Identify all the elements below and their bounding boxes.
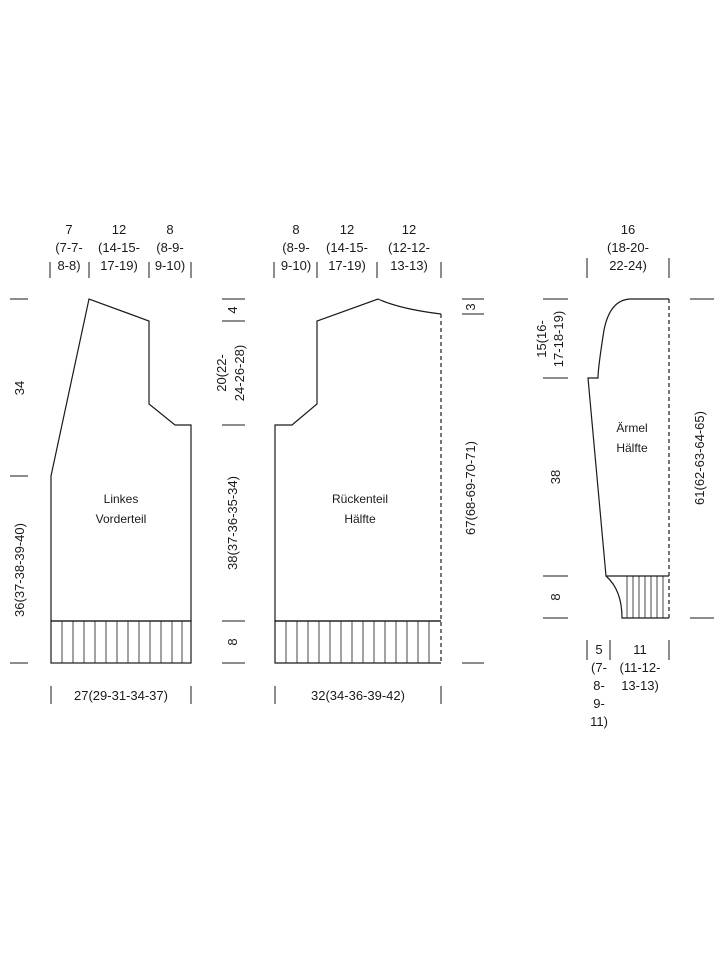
front-dim-left-lower: 36(37-38-39-40) bbox=[12, 523, 27, 617]
front-top-left-l1: 7 bbox=[65, 222, 72, 237]
back-top-mid-l1: 12 bbox=[340, 222, 354, 237]
sleeve-dim-cap-l1: 15(16- bbox=[534, 320, 549, 358]
back-dim-armhole-l2: 24-26-28) bbox=[232, 345, 247, 401]
back-dim-right-total: 67(68-69-70-71) bbox=[463, 441, 478, 535]
back-top-left-l2: (8-9- bbox=[282, 240, 309, 255]
back-piece: 8 (8-9- 9-10) 12 (14-15- 17-19) 12 (12-1… bbox=[273, 222, 484, 704]
sleeve-dim-total: 61(62-63-64-65) bbox=[692, 411, 707, 505]
back-outline bbox=[274, 298, 442, 622]
back-top-right-l3: 13-13) bbox=[390, 258, 428, 273]
sleeve-bottom-right-l1: 11 bbox=[633, 642, 647, 657]
front-label-l2: Vorderteil bbox=[96, 512, 147, 526]
back-label-l1: Rückenteil bbox=[332, 492, 388, 506]
front-top-mid-l3: 17-19) bbox=[100, 258, 138, 273]
back-top-right-l1: 12 bbox=[402, 222, 416, 237]
front-top-left-l2: (7-7- bbox=[55, 240, 82, 255]
front-top-right-l1: 8 bbox=[166, 222, 173, 237]
front-dim-left-upper: 34 bbox=[12, 381, 27, 395]
sleeve-cuff bbox=[605, 575, 669, 619]
sleeve-dim-rib: 8 bbox=[548, 593, 563, 600]
sleeve-bottom-right-l2: (11-12- bbox=[620, 660, 661, 675]
sleeve-outline bbox=[587, 298, 669, 577]
sleeve-bottom-right-l3: 13-13) bbox=[621, 678, 659, 693]
sleeve-top-l2: (18-20- bbox=[607, 240, 649, 255]
front-label-l1: Linkes bbox=[104, 492, 139, 506]
sleeve-bottom-left-l2: (7- bbox=[591, 660, 607, 675]
sleeve-bottom-left-l5: 11) bbox=[590, 714, 608, 729]
back-top-left-l1: 8 bbox=[292, 222, 299, 237]
back-dim-rib: 8 bbox=[225, 638, 240, 645]
front-top-right-l3: 9-10) bbox=[155, 258, 185, 273]
front-top-left-l3: 8-8) bbox=[57, 258, 80, 273]
front-dim-bottom: 27(29-31-34-37) bbox=[74, 688, 168, 703]
sleeve-top-l1: 16 bbox=[621, 222, 635, 237]
back-ribbing bbox=[274, 620, 441, 664]
sleeve-label-l1: Ärmel bbox=[616, 421, 647, 435]
back-top-mid-l2: (14-15- bbox=[326, 240, 368, 255]
sleeve-rib-lines bbox=[626, 576, 664, 618]
front-top-mid-l1: 12 bbox=[112, 222, 126, 237]
front-piece: 7 (7-7- 8-8) 12 (14-15- 17-19) 8 (8-9- 9… bbox=[10, 222, 192, 704]
sleeve-dim-length: 38 bbox=[548, 470, 563, 484]
back-dim-bottom: 32(34-36-39-42) bbox=[311, 688, 405, 703]
back-left-dims: 4 20(22- 24-26-28) 38(37-36-35-34) 8 bbox=[214, 298, 247, 664]
back-dim-right-top: 3 bbox=[463, 303, 478, 310]
front-outline bbox=[50, 298, 192, 622]
back-dim-armhole-l1: 20(22- bbox=[214, 354, 229, 392]
back-top-mid-l3: 17-19) bbox=[328, 258, 366, 273]
back-rib-lines bbox=[285, 621, 430, 663]
front-top-right-l2: (8-9- bbox=[156, 240, 183, 255]
front-top-mid-l2: (14-15- bbox=[98, 240, 140, 255]
sleeve-bottom-left-l4: 9- bbox=[593, 696, 605, 711]
sleeve-bottom-left-l3: 8- bbox=[593, 678, 605, 693]
back-top-right-l2: (12-12- bbox=[388, 240, 430, 255]
back-dim-top: 4 bbox=[225, 306, 240, 313]
sleeve-top-l3: 22-24) bbox=[609, 258, 647, 273]
sleeve-label-l2: Hälfte bbox=[616, 441, 648, 455]
sleeve-bottom-left-l1: 5 bbox=[595, 642, 602, 657]
back-label-l2: Hälfte bbox=[344, 512, 376, 526]
front-ribbing bbox=[50, 620, 192, 664]
back-top-left-l3: 9-10) bbox=[281, 258, 311, 273]
sleeve-dim-cap-l2: 17-18-19) bbox=[551, 311, 566, 367]
front-rib-lines bbox=[61, 621, 183, 663]
sleeve-piece: 16 (18-20- 22-24) Ärmel Hälfte 15(16- 17… bbox=[534, 222, 714, 729]
back-dim-body: 38(37-36-35-34) bbox=[225, 476, 240, 570]
